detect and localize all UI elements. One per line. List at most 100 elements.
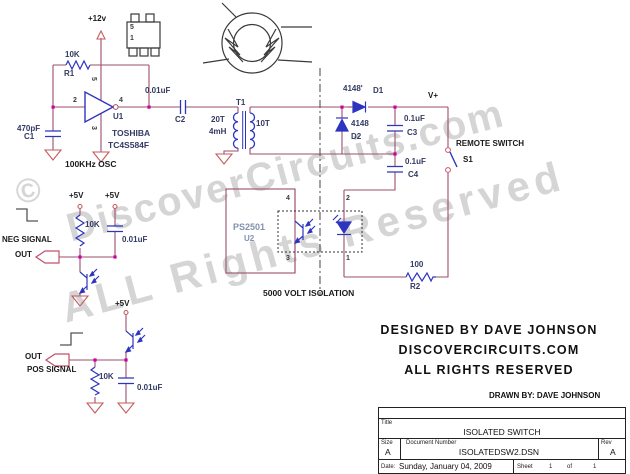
transformer-t1 <box>232 111 256 149</box>
pos-cap-label: 0.01uF <box>137 383 163 392</box>
r2-value-label: 100 <box>410 260 424 269</box>
d1-value-label: 4148' <box>343 84 363 93</box>
diode-d1 <box>348 100 367 114</box>
size-label: Size <box>381 440 393 446</box>
pos-out-label: OUT <box>25 352 42 361</box>
resistor-r1 <box>65 59 91 71</box>
rev-label: Rev <box>601 440 612 446</box>
ground-u1 <box>91 151 111 163</box>
drawn-by-label: DRAWN BY: DAVE JOHNSON <box>489 391 601 400</box>
ground-pos-resistor <box>85 402 105 414</box>
doc-number-label: Document Number <box>406 440 457 446</box>
capacitor-c3 <box>387 124 403 132</box>
u2-pin1-label: 1 <box>346 255 350 262</box>
sheet-total: 1 <box>593 464 597 470</box>
neg-phototransistor <box>78 268 100 294</box>
credits-line2: DISCOVERCIRCUITS.COM <box>398 343 580 357</box>
resistor-10k-pos <box>89 366 101 396</box>
power-12v-arrow <box>96 29 106 40</box>
date-label: Date: <box>381 464 396 470</box>
neg-10k-label: 10K <box>85 220 100 229</box>
c1-value-label: 470pF <box>17 124 41 133</box>
c2-ref-label: C2 <box>175 115 186 124</box>
out-port-neg <box>34 250 60 264</box>
u2-part-label: PS2501 <box>233 222 266 232</box>
size-value: A <box>385 447 391 457</box>
neg-5v2-label: +5V <box>105 191 120 200</box>
u1-pin5-label: 5 <box>90 77 97 81</box>
neg-out-label: OUT <box>15 250 32 259</box>
credits-line3: ALL RIGHTS RESERVED <box>404 363 574 377</box>
ic-package-drawing <box>126 13 161 57</box>
title-block-doc-row: Size A Document Number ISOLATEDSW2.DSN R… <box>379 439 625 460</box>
opto-phototransistor <box>293 218 316 244</box>
opamp-u1 <box>84 90 119 124</box>
u2-pin2-label: 2 <box>346 195 350 202</box>
title-block-top-strip <box>379 408 625 419</box>
ground-c1 <box>43 149 63 161</box>
capacitor-c4 <box>387 165 403 173</box>
power-5v-node-neg1 <box>77 203 83 210</box>
neg-signal-label: NEG SIGNAL <box>2 235 52 244</box>
toroid-inductor-drawing <box>202 2 313 74</box>
power-5v-node-neg2 <box>112 203 118 210</box>
optocoupler-dotted-box <box>277 210 363 253</box>
isolation-label: 5000 VOLT ISOLATION <box>263 288 355 298</box>
t1-secondary-label: 10T <box>256 119 270 128</box>
date-value: Sunday, January 04, 2009 <box>399 462 492 471</box>
title-value: ISOLATED SWITCH <box>463 427 541 437</box>
remote-switch-label: REMOTE SWITCH <box>456 139 524 148</box>
capacitor-001uf-neg <box>107 225 123 233</box>
u1-pin4-label: 4 <box>119 97 123 104</box>
pos-phototransistor <box>124 327 146 353</box>
junction-dots <box>51 105 397 362</box>
supply-12v-label: +12v <box>88 14 107 23</box>
d2-ref-label: D2 <box>351 132 362 141</box>
neg-cap-label: 0.01uF <box>122 235 148 244</box>
rising-edge-glyph <box>60 332 83 346</box>
s1-ref-label: S1 <box>463 155 473 164</box>
c1-ref-label: C1 <box>24 132 35 141</box>
vplus-label: V+ <box>428 91 439 100</box>
falling-edge-glyph <box>16 208 38 222</box>
ground-t1 <box>214 153 234 165</box>
out-port-pos <box>44 353 70 367</box>
r1-value-label: 10K <box>65 50 80 59</box>
c3-ref-label: C3 <box>407 128 418 137</box>
power-5v-node-pos <box>123 309 129 316</box>
r1-ref-label: R1 <box>64 69 75 78</box>
r2-ref-label: R2 <box>410 282 421 291</box>
d2-value-label: 4148 <box>351 119 369 128</box>
opto-led <box>332 214 353 236</box>
u1-ref-label: U1 <box>113 112 124 121</box>
u1-maker-label: TOSHIBA <box>112 128 151 138</box>
title-block-title-row: Title ISOLATED SWITCH <box>379 419 625 439</box>
title-label: Title <box>381 420 393 426</box>
capacitor-c1 <box>45 130 61 138</box>
doc-number-value: ISOLATEDSW2.DSN <box>458 447 540 457</box>
neg-5v1-label: +5V <box>69 191 84 200</box>
pkg-pin5-label: 5 <box>130 24 134 31</box>
t1-ref-label: T1 <box>236 98 246 107</box>
pos-signal-label: POS SIGNAL <box>27 365 77 374</box>
credits-line1: DESIGNED BY DAVE JOHNSON <box>380 323 598 337</box>
sheet-number: 1 <box>549 464 553 470</box>
c3-value-label: 0.1uF <box>404 114 425 123</box>
t1-inductance-label: 4mH <box>209 127 227 136</box>
ground-neg-transistor <box>70 295 90 307</box>
sheet-label: Sheet <box>517 464 533 470</box>
pos-5v-label: +5V <box>115 299 130 308</box>
sheet-of-label: of <box>567 464 573 470</box>
ground-pos-capacitor <box>116 402 136 414</box>
u1-pin3-label: 3 <box>90 126 97 130</box>
c4-ref-label: C4 <box>408 170 419 179</box>
u2-pin3-label: 3 <box>286 255 290 262</box>
u1-part-label: TC4S584F <box>108 140 150 150</box>
t1-primary-label: 20T <box>211 115 225 124</box>
title-block-date-row: Date: Sunday, January 04, 2009 Sheet 1 o… <box>379 460 625 474</box>
u2-ref-label: U2 <box>244 234 255 243</box>
resistor-r2 <box>405 271 436 283</box>
title-block: Title ISOLATED SWITCH Size A Document Nu… <box>378 407 626 474</box>
switch-s1 <box>445 147 458 173</box>
